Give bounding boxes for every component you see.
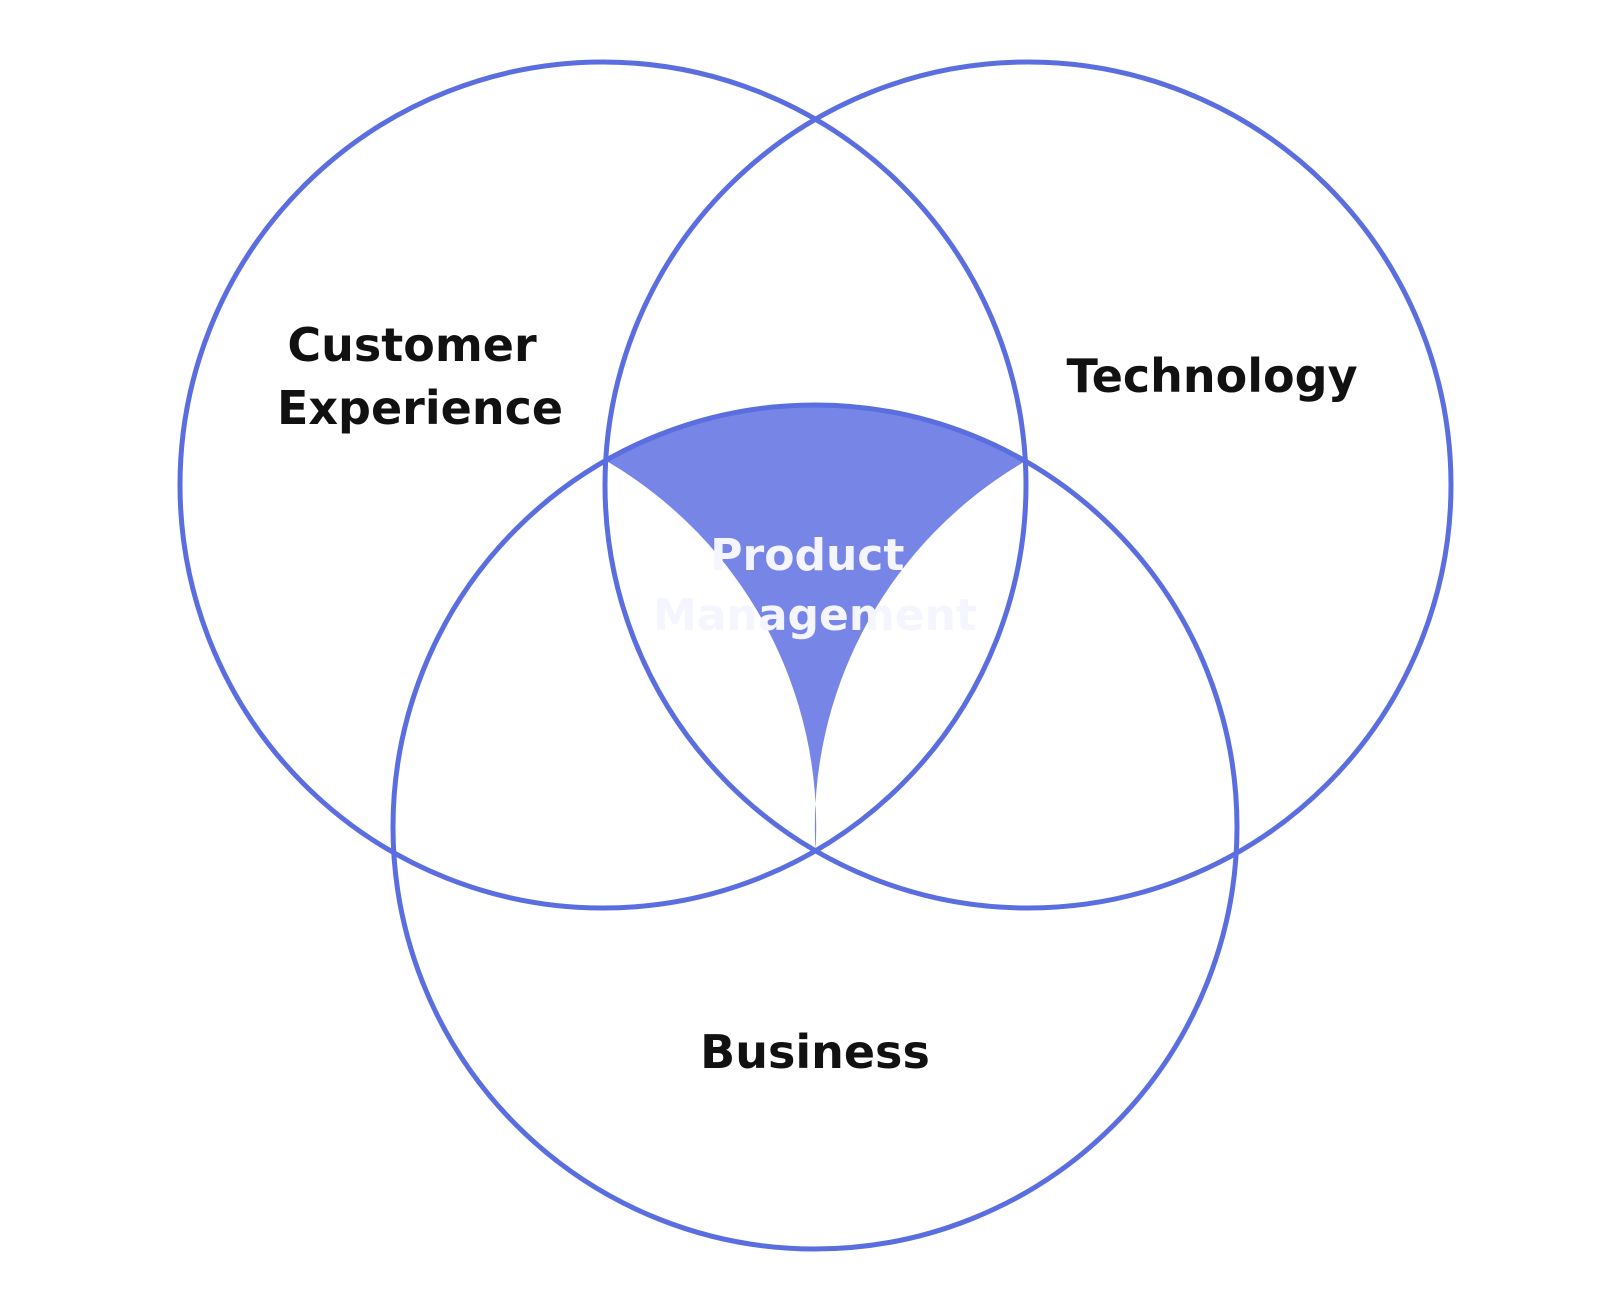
customer-experience-circle [177, 59, 1029, 911]
technology-label: Technology [1066, 349, 1357, 403]
customer-experience-line-1: Customer [287, 318, 537, 372]
product-management-line-2: Management [653, 590, 977, 641]
technology-circle [602, 59, 1454, 911]
product-management-line-1: Product [710, 530, 904, 581]
product-management-region [605, 405, 1026, 851]
product-management-label: Product Management [653, 530, 977, 641]
business-label: Business [700, 1025, 930, 1079]
business-circle [390, 402, 1240, 1252]
customer-experience-line-2: Experience [277, 381, 563, 435]
customer-experience-label: Customer Experience [277, 318, 563, 435]
